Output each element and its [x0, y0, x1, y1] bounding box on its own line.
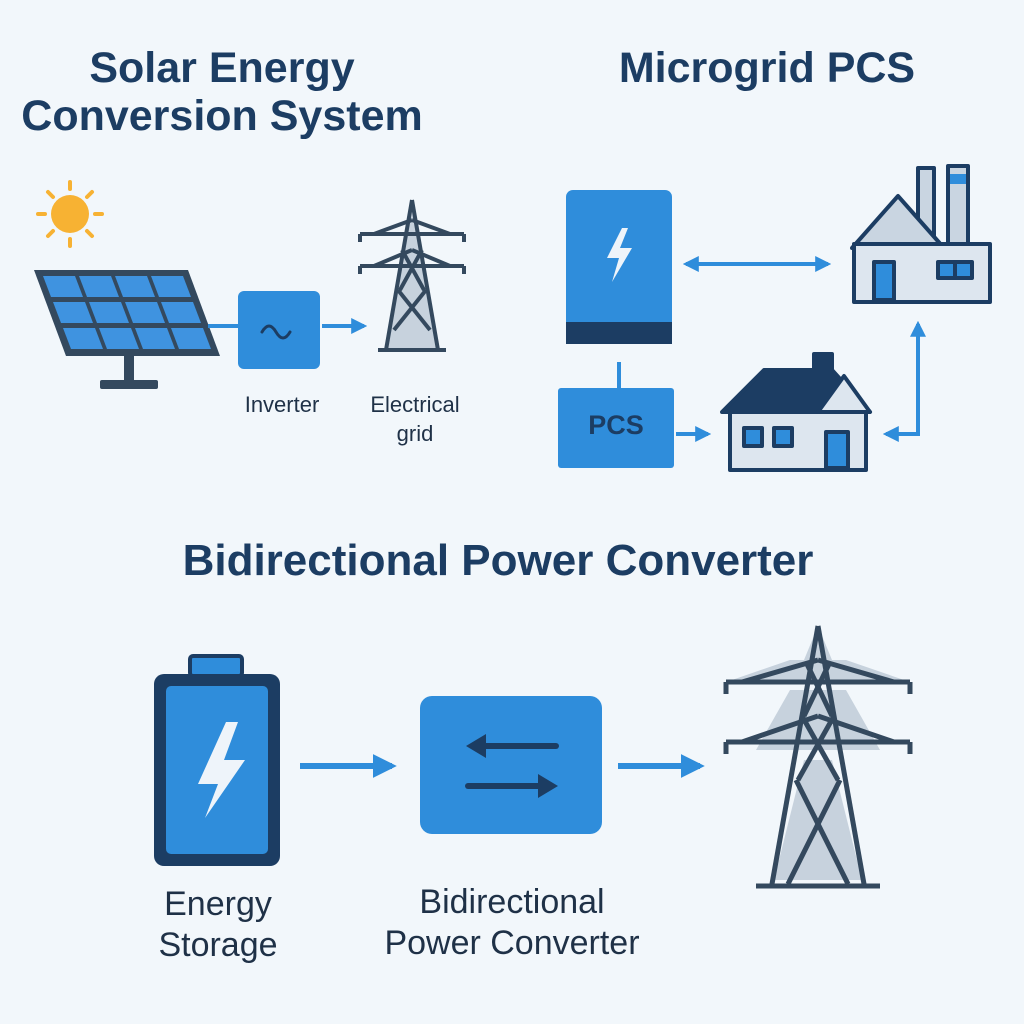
- bidirectional-arrows-icon: [465, 734, 559, 798]
- solar-title-line1: Solar Energy: [89, 44, 355, 92]
- inverter-icon: [238, 291, 320, 369]
- microgrid-section-title: Microgrid PCS: [618, 44, 916, 92]
- storage-label-line2: Storage: [158, 926, 278, 964]
- converter-label-line2: Power Converter: [384, 924, 640, 962]
- transmission-tower-icon: [358, 199, 466, 352]
- inverter-label: Inverter: [244, 392, 320, 417]
- grid-label-line1: Electrical: [370, 392, 460, 417]
- converter-label-line1: Bidirectional: [419, 883, 605, 921]
- solar-section-title: Solar Energy Conversion System: [0, 44, 444, 140]
- storage-cabinet-icon: [566, 190, 672, 344]
- storage-label-line1: Energy: [164, 885, 272, 923]
- sun-icon: [36, 180, 104, 248]
- pcs-label: PCS: [588, 410, 644, 440]
- bidirectional-section-title: Bidirectional Power Converter: [182, 536, 814, 585]
- battery-icon: [154, 654, 280, 866]
- factory-icon: [850, 164, 992, 304]
- solar-panel-icon: [34, 270, 220, 389]
- transmission-tower-large-icon: [723, 625, 913, 889]
- pcs-box: [558, 388, 674, 468]
- grid-label-line2: grid: [396, 421, 434, 446]
- solar-title-line2: Conversion System: [21, 92, 423, 141]
- house-factory-arrow: [882, 320, 926, 442]
- house-icon: [720, 352, 872, 472]
- bidirectional-converter-icon: [420, 696, 602, 834]
